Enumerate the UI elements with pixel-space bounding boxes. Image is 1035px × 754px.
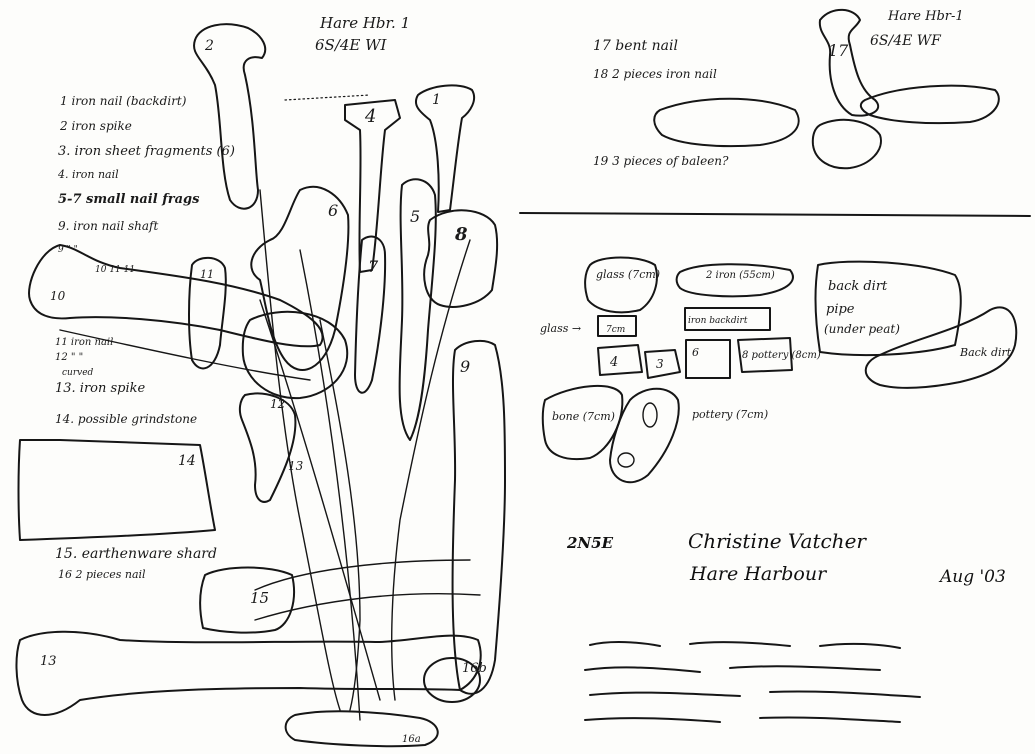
- find-pottery-spot: [618, 453, 634, 467]
- left-legend-14: 15. earthenware shard: [55, 546, 217, 562]
- find-label-iron: 2 iron (55cm): [705, 270, 775, 281]
- find-label-8-pottery: 8 pottery (8cm): [742, 350, 821, 361]
- left-header-line1: Hare Hbr. 1: [319, 14, 410, 32]
- right-top-legend-18: 18 2 pieces iron nail: [593, 67, 717, 81]
- label-16a: 16a: [402, 734, 421, 745]
- label-16b: 16b: [462, 661, 487, 676]
- artifact-15-outline: [200, 568, 294, 633]
- right-top-header-line2: 6S/4E WF: [870, 33, 942, 49]
- label-4: 4: [364, 106, 376, 127]
- left-legend-15: 16 2 pieces nail: [58, 568, 146, 581]
- left-legend-2: 2 iron spike: [59, 119, 132, 133]
- left-header-line2: 6S/4E WI: [315, 36, 388, 54]
- grid-reference: 2N5E: [566, 534, 614, 552]
- find-label-glass: glass (7cm): [596, 268, 660, 281]
- find-label-6: 6: [692, 346, 699, 359]
- left-legend-4: 4. iron nail: [57, 168, 119, 181]
- find-label-underpeat: (under peat): [824, 322, 900, 336]
- artifact-10-outline: [29, 245, 323, 346]
- artifact-1-outline: [416, 85, 474, 212]
- artifact-12-outline: [243, 312, 347, 398]
- find-label-pottery: pottery (7cm): [692, 408, 768, 421]
- right-top-legend-17: 17 bent nail: [593, 38, 678, 54]
- overlap-line-e: [255, 560, 470, 590]
- left-plan-text: Hare Hbr. 1 6S/4E WI 1 iron nail (backdi…: [40, 14, 487, 745]
- find-label-3: 3: [656, 357, 664, 371]
- left-legend-6: 9. iron nail shaft: [58, 219, 158, 233]
- label-12: 12: [270, 397, 285, 411]
- label-8: 8: [454, 224, 468, 245]
- left-legend-5: 5-7 small nail frags: [58, 192, 200, 207]
- find-label-pipe: pipe: [826, 302, 855, 317]
- label-13b: 13: [40, 654, 57, 669]
- artifact-17-outline: [820, 10, 878, 116]
- label-10: 10: [50, 289, 66, 303]
- overlap-line-c: [392, 240, 470, 700]
- left-legend-11: curved: [62, 368, 94, 378]
- site-name: Hare Harbour: [689, 563, 828, 585]
- label-14: 14: [178, 453, 196, 469]
- find-glass-outline: [585, 258, 657, 313]
- find-label-backdirt: back dirt: [828, 279, 888, 294]
- right-top-legend-19: 19 3 pieces of baleen?: [593, 154, 729, 168]
- left-legend-12: 13. iron spike: [55, 381, 146, 396]
- leader-line-1: [285, 95, 370, 100]
- faint-show-through: [585, 642, 920, 722]
- label-11: 11: [200, 268, 214, 281]
- overlap-line-d: [260, 190, 340, 710]
- label-13: 13: [288, 459, 304, 473]
- left-legend-7: 9 " ": [58, 245, 78, 255]
- find-label-bone: bone (7cm): [552, 410, 615, 423]
- left-legend-8: 10 11 11: [95, 265, 135, 275]
- left-legend-10: 12 " ": [55, 352, 83, 363]
- label-2: 2: [204, 38, 214, 54]
- right-top-header-line1: Hare Hbr-1: [887, 9, 964, 24]
- find-label-glass-arrow: glass →: [540, 322, 581, 335]
- signature-block: 2N5E Christine Vatcher Hare Harbour Aug …: [566, 529, 1006, 587]
- right-bottom-plan: glass (7cm) 2 iron (55cm) back dirt pipe…: [540, 258, 1016, 483]
- author-name: Christine Vatcher: [688, 529, 867, 553]
- left-legend-13: 14. possible grindstone: [55, 412, 197, 426]
- find-label-iron-backdirt: iron backdirt: [688, 316, 748, 326]
- right-top-plan: 17 bent nail 18 2 pieces iron nail 19 3 …: [593, 9, 999, 168]
- section-divider: [520, 213, 1030, 216]
- artifact-13b-outline: [16, 632, 480, 715]
- find-4-outline: [598, 345, 642, 375]
- left-legend-1: 1 iron nail (backdirt): [60, 94, 187, 108]
- label-5: 5: [410, 207, 420, 226]
- artifact-19a-outline: [654, 99, 798, 146]
- left-legend-3: 3. iron sheet fragments (6): [58, 144, 235, 159]
- find-label-7cm: 7cm: [606, 325, 625, 335]
- find-label-backdirt-2: Back dirt: [959, 346, 1012, 359]
- label-17: 17: [828, 41, 849, 60]
- artifact-19b-outline: [813, 120, 881, 168]
- label-6: 6: [328, 201, 338, 220]
- find-label-4: 4: [609, 355, 618, 370]
- label-7: 7: [368, 257, 379, 276]
- left-legend-9: 11 iron nail: [55, 337, 113, 348]
- survey-date: Aug '03: [938, 567, 1006, 587]
- overlap-line-b: [300, 250, 360, 720]
- artifact-18-outline: [861, 86, 999, 123]
- label-1: 1: [432, 92, 441, 108]
- find-pottery-inner: [643, 403, 657, 427]
- label-15: 15: [250, 589, 269, 607]
- label-9: 9: [460, 357, 470, 376]
- find-pottery-outline: [610, 389, 679, 482]
